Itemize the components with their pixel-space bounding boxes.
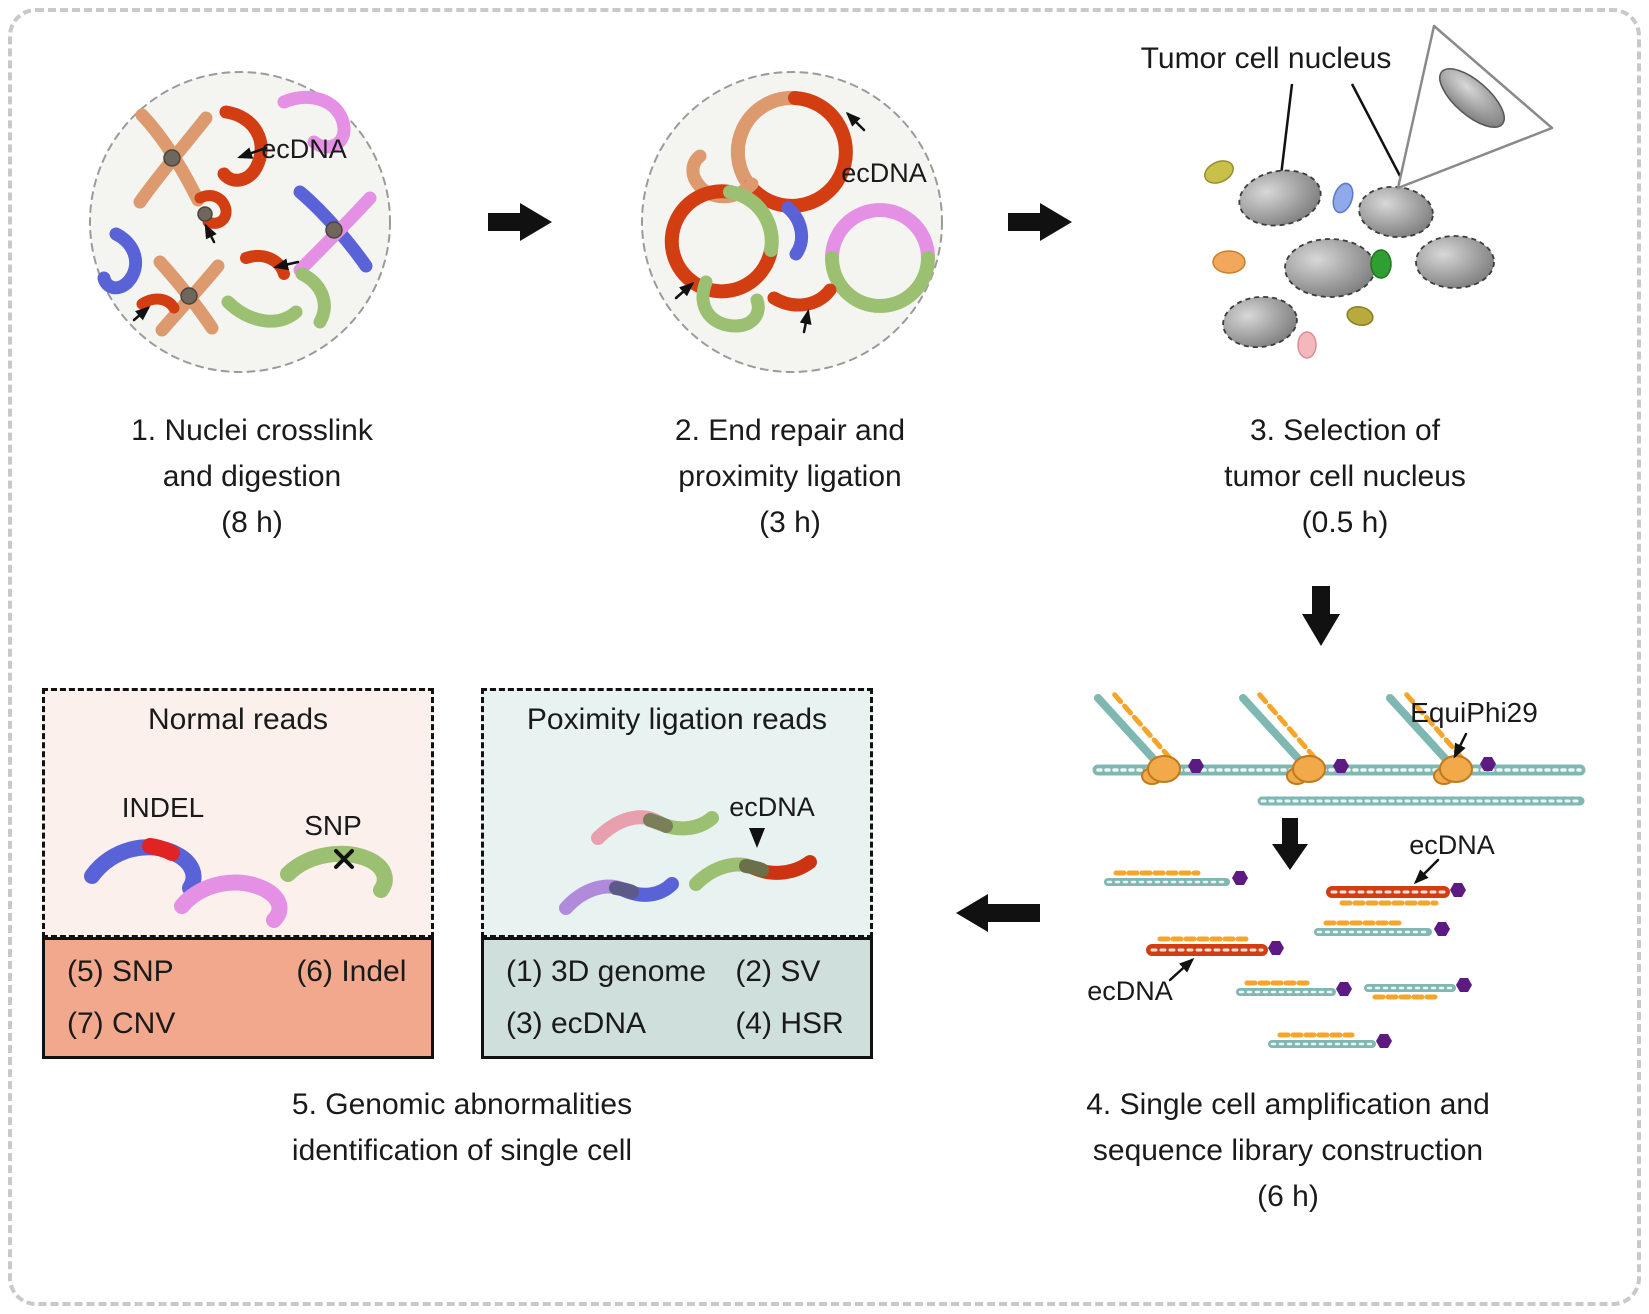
result-item-hsr: (4) HSR (735, 1007, 844, 1040)
step4-caption-line2: sequence library construction (1092, 1134, 1484, 1167)
snp-label: SNP (304, 810, 362, 841)
ligation-reads-title: Poximity ligation reads (526, 703, 828, 736)
step2-caption: 2. End repair and proximity ligation (3 … (675, 408, 905, 546)
step4-caption-line3: (6 h) (1257, 1180, 1319, 1213)
ligation-reads-result-box: (1) 3D genome (2) SV (3) ecDNA (4) HSR (481, 937, 873, 1059)
result-item-ecdna: (3) ecDNA (506, 1007, 647, 1040)
step4-caption: 4. Single cell amplification and sequenc… (1086, 1082, 1490, 1220)
step1-caption-line1: 1. Nuclei crosslink (131, 414, 373, 447)
step3-caption-line1: 3. Selection of (1249, 414, 1441, 447)
normal-reads-box: Normal reads (42, 688, 434, 938)
indel-label: INDEL (121, 792, 205, 823)
result-item-3d-genome: (1) 3D genome (506, 955, 707, 988)
step3-caption-line3: (0.5 h) (1301, 506, 1389, 539)
result-item-cnv: (7) CNV (67, 1007, 176, 1040)
step3-caption: 3. Selection of tumor cell nucleus (0.5 … (1224, 408, 1466, 546)
step1-caption-line2: and digestion (162, 460, 342, 493)
normal-reads-title: Normal reads (147, 703, 329, 736)
step3-caption-line2: tumor cell nucleus (1224, 460, 1466, 493)
step2-caption-line3: (3 h) (759, 506, 821, 539)
step5-caption: 5. Genomic abnormalities identification … (292, 1082, 632, 1174)
equiphi29-label: EquiPhi29 (1410, 697, 1538, 728)
ecdna-label-step2: ecDNA (841, 158, 927, 188)
step1-caption: 1. Nuclei crosslink and digestion (8 h) (131, 408, 373, 546)
step4-caption-line1: 4. Single cell amplification and (1086, 1088, 1490, 1121)
normal-reads-result-box: (5) SNP (6) Indel (7) CNV (42, 937, 434, 1059)
ecdna-label-step5: ecDNA (729, 792, 815, 822)
figure-border (8, 8, 1641, 1306)
result-item-sv: (2) SV (735, 955, 821, 988)
ecdna-label-step1: ecDNA (261, 134, 347, 164)
step2-caption-line2: proximity ligation (678, 460, 902, 493)
ecdna-label-step4-lower: ecDNA (1087, 976, 1173, 1006)
result-item-snp: (5) SNP (67, 955, 174, 988)
step5-caption-line2: identification of single cell (291, 1134, 633, 1167)
tumor-cell-nucleus-label: Tumor cell nucleus (1140, 42, 1392, 75)
result-item-indel: (6) Indel (296, 955, 407, 988)
step5-caption-line1: 5. Genomic abnormalities (291, 1088, 633, 1121)
step2-caption-line1: 2. End repair and (674, 414, 906, 447)
step1-caption-line3: (8 h) (221, 506, 283, 539)
ecdna-label-step4-upper: ecDNA (1409, 830, 1495, 860)
